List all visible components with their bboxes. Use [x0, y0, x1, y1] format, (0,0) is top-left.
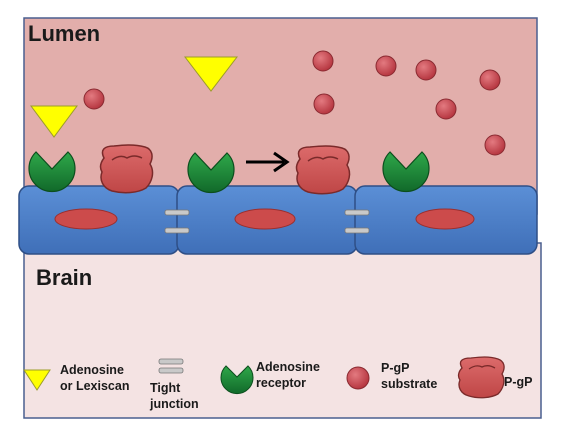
lumen-region — [23, 17, 538, 215]
pgp-substrate-icon — [415, 59, 437, 81]
adenosine-receptor-icon — [382, 151, 430, 193]
transport-arrow-icon — [246, 151, 290, 173]
legend-adenosine-label: Adenosine or Lexiscan — [60, 363, 129, 393]
legend-tight-junction-icon — [158, 358, 184, 374]
pgp-substrate-icon — [83, 88, 105, 110]
legend-receptor-icon — [220, 365, 254, 395]
legend-substrate-icon — [346, 366, 370, 390]
pgp-substrate-icon — [312, 50, 334, 72]
legend-tight-junction-label: Tight junction — [149, 381, 199, 411]
endothelial-cell-layer — [18, 185, 538, 255]
legend-pgp-label: P-gP — [504, 375, 532, 389]
legend: Adenosine or Lexiscan Tight junction Ade… — [23, 356, 532, 411]
lumen-label: Lumen — [28, 21, 100, 46]
pgp-substrate-icon — [313, 93, 335, 115]
pgp-transporter-icon — [99, 144, 154, 194]
legend-pgp-icon — [457, 356, 505, 399]
adenosine-receptor-icon — [187, 152, 235, 194]
tight-junction — [164, 209, 190, 234]
pgp-substrate-icon — [479, 69, 501, 91]
pgp-substrate-cluster — [83, 50, 506, 156]
cell-nucleus — [234, 208, 296, 230]
pgp-transporter-icon — [295, 145, 351, 195]
pgp-substrate-icon — [435, 98, 457, 120]
legend-receptor-label: Adenosine receptor — [256, 360, 323, 390]
adenosine-ligand-icon — [30, 105, 78, 138]
adenosine-ligand-icon — [183, 56, 239, 92]
legend-substrate-label: P-gP substrate — [381, 361, 437, 391]
pgp-substrate-icon — [375, 55, 397, 77]
pgp-substrate-icon — [484, 134, 506, 156]
cell-nucleus — [415, 208, 475, 230]
brain-label: Brain — [36, 265, 92, 290]
legend-adenosine-icon — [23, 369, 51, 391]
cell-nucleus — [54, 208, 118, 230]
adenosine-receptor-icon — [28, 151, 76, 193]
tight-junction — [344, 209, 370, 234]
brain-region — [23, 242, 542, 419]
